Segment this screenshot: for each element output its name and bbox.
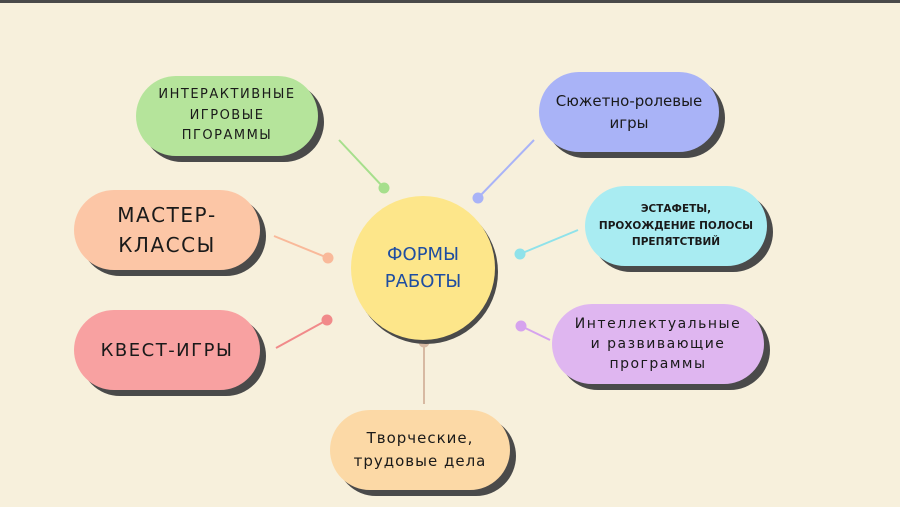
- node-relay-races: ЭСТАФЕТЫ, ПРОХОЖДЕНИЕ ПОЛОСЫ ПРЕПЯТСТВИЙ: [585, 186, 767, 266]
- connector-dot-relay: [514, 248, 526, 260]
- connector-line-interactive: [338, 139, 385, 189]
- node-intellectual-programs: Интеллектуальные и развивающие программы: [552, 304, 764, 384]
- node-creative-activities: Творческие, трудовые дела: [330, 410, 510, 490]
- connector-line-master-class: [273, 235, 329, 259]
- connector-dot-interactive: [378, 182, 390, 194]
- connector-dot-quest: [321, 314, 333, 326]
- top-border: [0, 0, 900, 3]
- node-quest-games: КВЕСТ-ИГРЫ: [74, 310, 260, 390]
- node-role-play-games: Сюжетно-ролевые игры: [539, 72, 719, 152]
- node-master-classes: МАСТЕР- КЛАССЫ: [74, 190, 260, 270]
- center-node: ФОРМЫ РАБОТЫ: [351, 196, 495, 340]
- connector-line-relay: [519, 229, 579, 255]
- connector-dot-role-play: [472, 192, 484, 204]
- connector-line-role-play: [477, 139, 535, 199]
- connector-dot-intellectual: [515, 320, 527, 332]
- connector-dot-master-class: [322, 252, 334, 264]
- node-interactive-programs: ИНТЕРАКТИВНЫЕ ИГРОВЫЕ ПГОРАММЫ: [136, 76, 318, 156]
- connector-line-quest: [275, 319, 328, 349]
